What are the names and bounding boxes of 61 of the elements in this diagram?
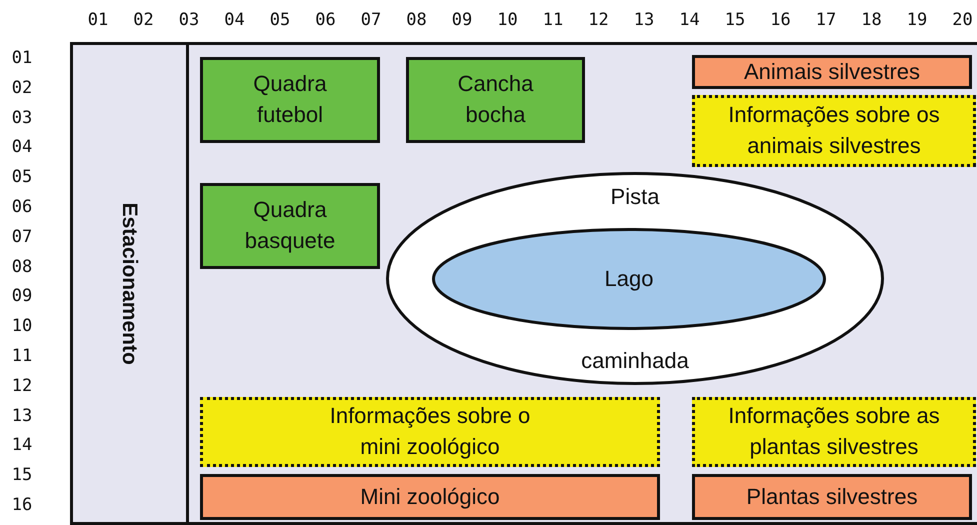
area-label: Animais silvestres [744,58,920,86]
area-label: caminhada [581,347,689,376]
column-number: 12 [588,10,609,30]
row-number: 13 [12,406,32,426]
column-number: 20 [952,10,973,30]
column-number: 02 [133,10,154,30]
row-number: 04 [12,137,32,158]
column-number: 19 [906,10,928,30]
row-number: 07 [12,226,32,247]
column-number: 13 [634,10,654,30]
row-number: 05 [12,167,32,188]
column-number: 10 [497,10,518,30]
column-number: 08 [406,10,427,30]
row-number: 16 [12,495,32,515]
attraction-box [692,55,972,89]
column-number: 04 [224,10,245,30]
attraction-box [200,474,660,520]
column-number: 09 [452,10,472,30]
area-label: Quadra basquete [244,196,336,255]
row-number: 14 [12,435,32,456]
sports-area-box [200,57,380,143]
area-label: Pista [610,183,660,211]
area-label: Informações sobre o mini zoológico [328,402,532,461]
column-number: 01 [88,10,108,30]
row-number: 10 [12,316,32,336]
info-box [692,397,976,467]
area-label: Quadra futebol [252,70,328,129]
row-number: 01 [12,48,32,68]
area-label: Cancha bocha [456,70,534,129]
attraction-box [692,474,972,520]
column-number: 07 [360,10,382,30]
info-box [200,397,660,467]
row-number: 09 [12,286,32,306]
column-number: 06 [315,10,336,30]
column-number: 17 [816,10,836,30]
row-number: 08 [12,256,32,277]
column-number: 15 [724,10,746,30]
row-number: 03 [12,108,32,128]
row-number: 06 [12,197,32,217]
sports-area-box [200,183,380,269]
column-number: 11 [542,10,564,30]
area-label: Estacionamento [117,202,142,365]
walking-track-ring [386,172,884,385]
row-number: 15 [12,465,32,486]
sports-area-box [406,57,585,143]
row-number: 02 [12,78,32,98]
area-label: Lago [604,264,654,293]
area-label: Informações sobre as plantas silvestres [727,402,941,461]
column-number: 16 [770,10,791,30]
column-number: 03 [178,10,200,30]
info-box [692,95,976,167]
column-number: 18 [861,10,882,30]
column-number: 05 [270,10,290,30]
area-label: Mini zoológico [360,482,500,511]
row-number: 12 [12,376,32,396]
row-number: 11 [12,346,32,366]
area-label: Plantas silvestres [746,482,918,511]
park-area [70,42,977,525]
lake-ellipse [432,228,826,330]
column-number: 14 [679,10,700,30]
area-label: Informações sobre os animais silvestres [727,101,941,160]
